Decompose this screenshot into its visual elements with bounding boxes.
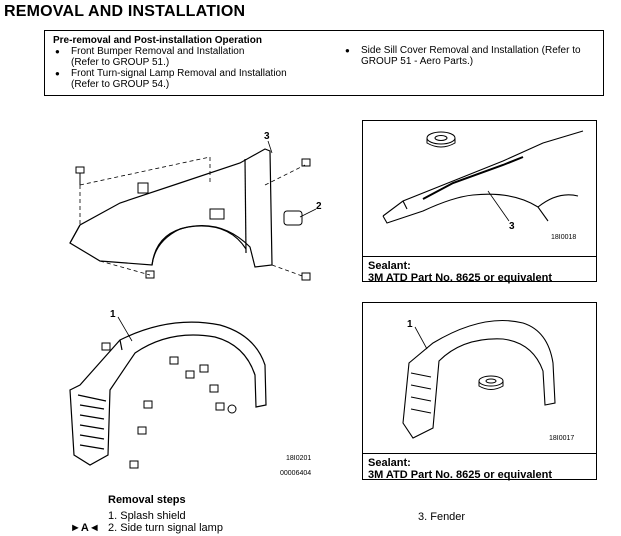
fender-detail-panel: 3 18I0018 Sealant: 3M ATD Part No. 8625 …	[362, 120, 597, 284]
figure-code: 00006404	[280, 470, 311, 477]
figure-code: 18I0018	[551, 234, 576, 241]
step-item: 1. Splash shield	[108, 510, 186, 522]
removal-steps-title: Removal steps	[108, 494, 186, 506]
pre-removal-box: Pre-removal and Post-installation Operat…	[44, 30, 604, 96]
shield-detail-panel: 1 18I0017 Sealant: 3M ATD Part No. 8625 …	[362, 302, 597, 481]
callout-2: 2	[316, 201, 322, 212]
pre-removal-title: Pre-removal and Post-installation Operat…	[53, 35, 262, 46]
sealant-label: Sealant:	[368, 457, 411, 469]
item-ref: GROUP 51 - Aero Parts.)	[361, 56, 474, 67]
detail-callout-1: 1	[407, 319, 413, 330]
sealant-note: Sealant: 3M ATD Part No. 8625 or equival…	[363, 453, 596, 484]
sealant-text: 3M ATD Part No. 8625 or equivalent	[368, 272, 552, 284]
pre-removal-item: Front Turn-signal Lamp Removal and Insta…	[53, 68, 318, 90]
fender-detail-illustration: 3 18I0018	[382, 130, 584, 241]
sealant-label: Sealant:	[368, 260, 411, 272]
shield-detail-illustration: 1 18I0017	[402, 319, 574, 442]
step-item: 3. Fender	[418, 511, 466, 523]
sealant-text: 3M ATD Part No. 8625 or equivalent	[368, 469, 552, 481]
figure-code: 18I0017	[549, 435, 574, 442]
fender-illustration: 3 2	[69, 131, 322, 281]
page-heading: REMOVAL AND INSTALLATION	[4, 3, 246, 20]
service-point-marker: ►A◄	[70, 522, 100, 534]
pre-removal-left-column: Front Bumper Removal and Installation (R…	[53, 46, 318, 90]
item-ref: (Refer to GROUP 51.)	[71, 57, 170, 68]
item-line: Side Sill Cover Removal and Installation…	[361, 45, 581, 56]
callout-3: 3	[264, 131, 270, 142]
step-item: 2. Side turn signal lamp	[108, 522, 223, 534]
item-ref: (Refer to GROUP 54.)	[71, 79, 170, 90]
item-line: Front Bumper Removal and Installation	[71, 46, 245, 57]
pre-removal-item: Side Sill Cover Removal and Installation…	[343, 45, 601, 67]
callout-1: 1	[110, 309, 116, 320]
figure-code: 18I0201	[286, 455, 311, 462]
splash-shield-illustration: 1 18I0201 00006404	[69, 309, 311, 477]
pre-removal-right-column: Side Sill Cover Removal and Installation…	[343, 45, 601, 67]
sealant-note: Sealant: 3M ATD Part No. 8625 or equival…	[363, 256, 596, 287]
item-line: Front Turn-signal Lamp Removal and Insta…	[71, 68, 287, 79]
detail-callout-3: 3	[509, 221, 515, 232]
pre-removal-item: Front Bumper Removal and Installation (R…	[53, 46, 318, 68]
